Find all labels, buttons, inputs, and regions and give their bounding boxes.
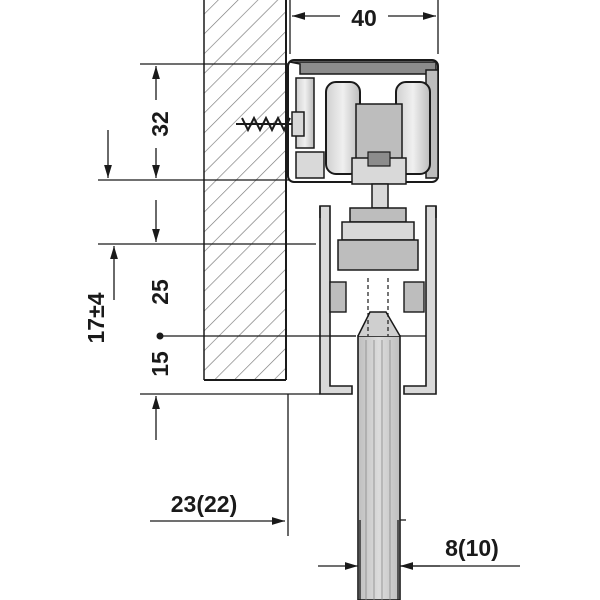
- dim-adjustment: 17±4: [83, 292, 109, 343]
- door-profile: [319, 205, 437, 395]
- carriage-wheels: [325, 81, 431, 185]
- dim-door-offset: 15: [147, 351, 173, 377]
- dim-wall-distance: 23(22): [171, 491, 237, 517]
- reference-dot: [156, 332, 164, 340]
- suspension-bolt: [337, 183, 419, 271]
- screw: [236, 111, 305, 137]
- dim-door-thickness: 8(10): [445, 535, 499, 561]
- door-panel: [357, 278, 401, 600]
- dimension-lines: [98, 0, 520, 600]
- dim-top-width: 40: [351, 5, 377, 31]
- dim-track-height: 32: [147, 111, 173, 137]
- wall-section: [203, 0, 287, 381]
- dim-upper-gap: 25: [147, 279, 173, 305]
